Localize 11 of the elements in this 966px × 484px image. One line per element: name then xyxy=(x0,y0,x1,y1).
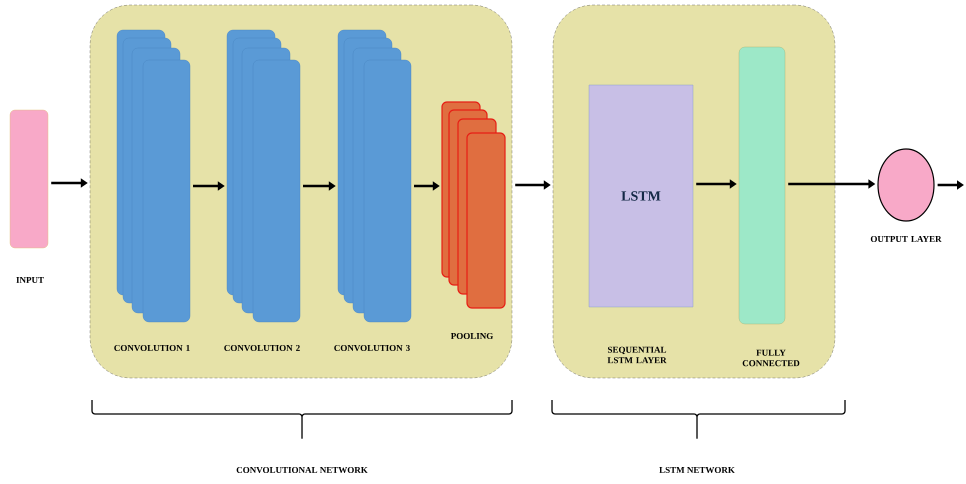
group-label: CONVOLUTIONAL NETWORK xyxy=(236,466,368,474)
layer-label: SEQUENTIAL LSTM LAYER xyxy=(608,346,667,364)
layer-label: CONVOLUTION 2 xyxy=(224,344,300,352)
layer-label: CONVOLUTION 1 xyxy=(114,344,190,352)
lstm-box: LSTM xyxy=(588,84,694,308)
layer-label: FULLY CONNECTED xyxy=(742,350,800,366)
layer-label: OUTPUT LAYER xyxy=(870,236,942,242)
layer-label: POOLING xyxy=(450,332,494,340)
group-label: LSTM NETWORK xyxy=(659,466,735,474)
layer-label: INPUT xyxy=(16,277,44,283)
layer-label: CONVOLUTION 3 xyxy=(334,344,410,352)
